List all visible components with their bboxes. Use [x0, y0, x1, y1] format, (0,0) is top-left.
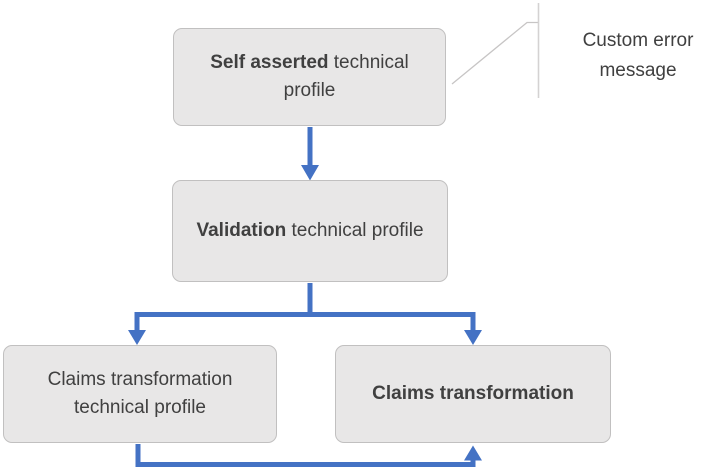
box-label-rest: technical profile: [286, 220, 424, 241]
box-label-bold: Validation: [196, 220, 287, 241]
box-label-bold: Self asserted: [210, 52, 329, 73]
box-label: Validation technical profile: [196, 217, 423, 245]
box-label: Claims transformation: [372, 380, 574, 408]
box-label: Self asserted technical profile: [196, 49, 423, 105]
custom-error-message-callout: Custom error message: [582, 30, 694, 81]
arrowhead-claims: [464, 330, 482, 345]
arrowhead-claims-bottom: [464, 445, 482, 461]
self-asserted-technical-profile-box: Self asserted technical profile: [173, 28, 446, 126]
claims-transformation-box: Claims transformation: [335, 345, 611, 443]
box-label: Claims transformation technical profile: [26, 366, 254, 422]
box-label-bold: Claims transformation: [372, 383, 574, 404]
validation-technical-profile-box: Validation technical profile: [172, 180, 448, 282]
arrowhead-claims-tp: [128, 330, 146, 345]
callout-leader-line: [451, 21, 538, 85]
box-label-rest: technical profile: [283, 52, 409, 101]
claims-transformation-technical-profile-box: Claims transformation technical profile: [3, 345, 277, 443]
arrow-claims-tp-to-claims: [135, 444, 476, 467]
arrow-validation-branch: [134, 312, 476, 331]
box-label-rest: Claims transformation technical profile: [47, 369, 233, 418]
arrowhead-validation: [301, 165, 319, 181]
